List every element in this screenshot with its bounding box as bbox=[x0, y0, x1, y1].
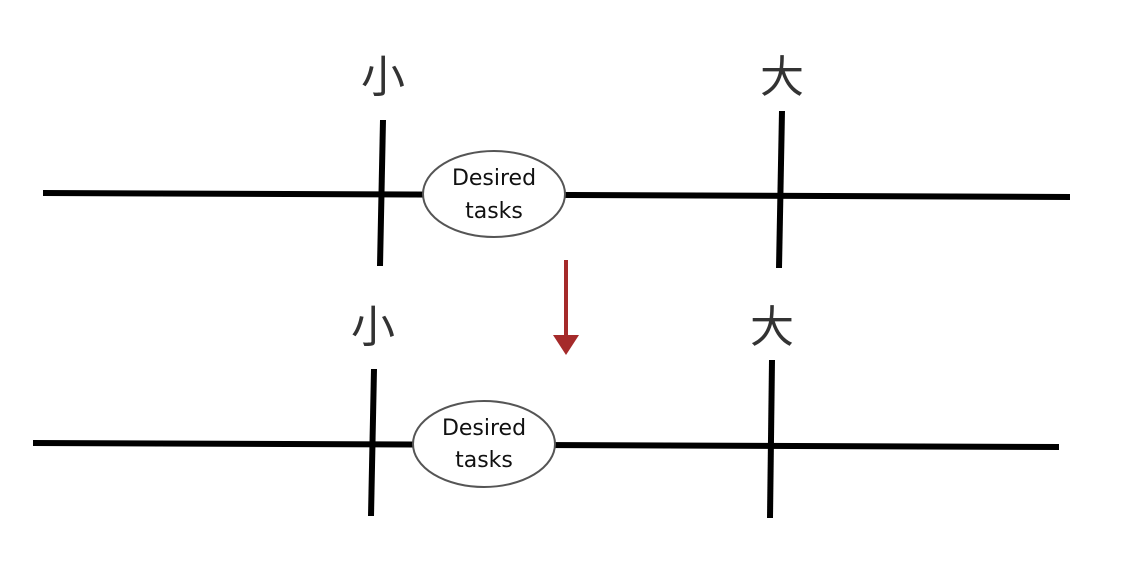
top-node-text-line1: Desired bbox=[452, 166, 536, 191]
bottom-node-ellipse bbox=[412, 400, 556, 488]
bottom-right-label: 大 bbox=[750, 302, 794, 353]
top-desired-tasks-node: Desired tasks bbox=[422, 150, 566, 238]
bottom-node-text-line2: tasks bbox=[455, 448, 513, 473]
top-node-text-line2: tasks bbox=[465, 199, 523, 224]
bottom-node-text-line1: Desired bbox=[442, 416, 526, 441]
bottom-left-label: 小 bbox=[351, 302, 395, 353]
top-node-ellipse bbox=[422, 150, 566, 238]
arrow-head-icon bbox=[553, 335, 579, 355]
top-right-tick bbox=[776, 110, 785, 269]
top-scale: 小 大 Desired tasks bbox=[42, 52, 1071, 269]
top-right-label: 大 bbox=[760, 52, 804, 103]
top-left-label: 小 bbox=[361, 52, 405, 103]
top-left-tick bbox=[377, 119, 386, 267]
bottom-desired-tasks-node: Desired tasks bbox=[412, 400, 556, 488]
bottom-left-tick bbox=[368, 368, 377, 517]
bottom-scale: 小 大 Desired tasks bbox=[32, 302, 1060, 519]
bottom-right-tick bbox=[767, 359, 775, 519]
down-arrow bbox=[553, 260, 579, 355]
